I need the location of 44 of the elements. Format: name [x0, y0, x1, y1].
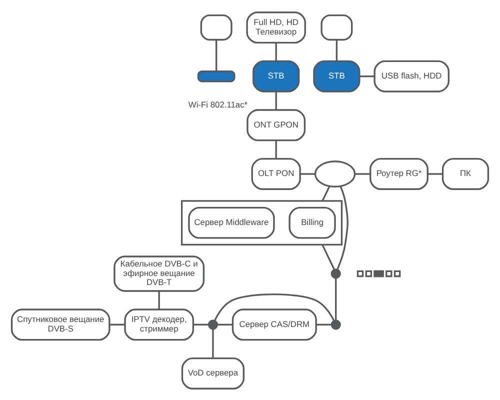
node-box: Сервер Middleware	[188, 206, 275, 238]
node-circle	[330, 268, 341, 278]
node-circle	[208, 319, 218, 330]
connector	[322, 244, 335, 270]
node-box: USB flash, HDD	[374, 60, 450, 92]
connector	[275, 140, 277, 158]
node-box: ПК	[442, 158, 490, 190]
connector	[215, 39, 218, 71]
node-cloud	[314, 160, 356, 187]
node-label: Wi-Fi 802.11ac*	[188, 98, 248, 109]
connector	[193, 323, 209, 325]
node-box	[320, 14, 353, 40]
connector	[109, 323, 125, 325]
node-box: Роутер RG*	[370, 158, 428, 190]
node-box: VoD сервера	[181, 356, 245, 389]
connector	[275, 42, 277, 61]
node-box: Спутниковое вещание DVB-S	[10, 308, 110, 340]
node-box: Full HD, HD Телевизор	[246, 11, 306, 44]
connector	[217, 323, 233, 325]
node-box: Сервер CAS/DRM	[232, 308, 317, 340]
connector	[336, 185, 348, 270]
node-box: Кабельное DVB-C и эфирное вещание DVB-T	[114, 255, 205, 292]
connector	[300, 172, 316, 174]
node-box	[197, 70, 236, 82]
connector	[336, 39, 338, 61]
connector	[214, 292, 335, 320]
node-box: OLT PON	[251, 158, 301, 190]
node-box: STB	[313, 60, 360, 92]
node-box: Billing	[288, 206, 336, 238]
connector	[360, 75, 374, 77]
connector	[322, 185, 330, 201]
connector	[316, 323, 332, 325]
node-box	[200, 14, 232, 40]
node-box: STB	[252, 60, 300, 92]
node-box: ONT GPON	[246, 108, 306, 141]
node-circle	[330, 319, 341, 330]
node-box: IPTV декодер, стриммер	[124, 308, 194, 340]
connector	[428, 172, 443, 174]
cluster	[180, 200, 343, 246]
connector	[158, 290, 160, 309]
connector	[212, 328, 214, 358]
connector	[275, 91, 277, 110]
connector	[335, 278, 337, 320]
connector	[355, 172, 370, 174]
